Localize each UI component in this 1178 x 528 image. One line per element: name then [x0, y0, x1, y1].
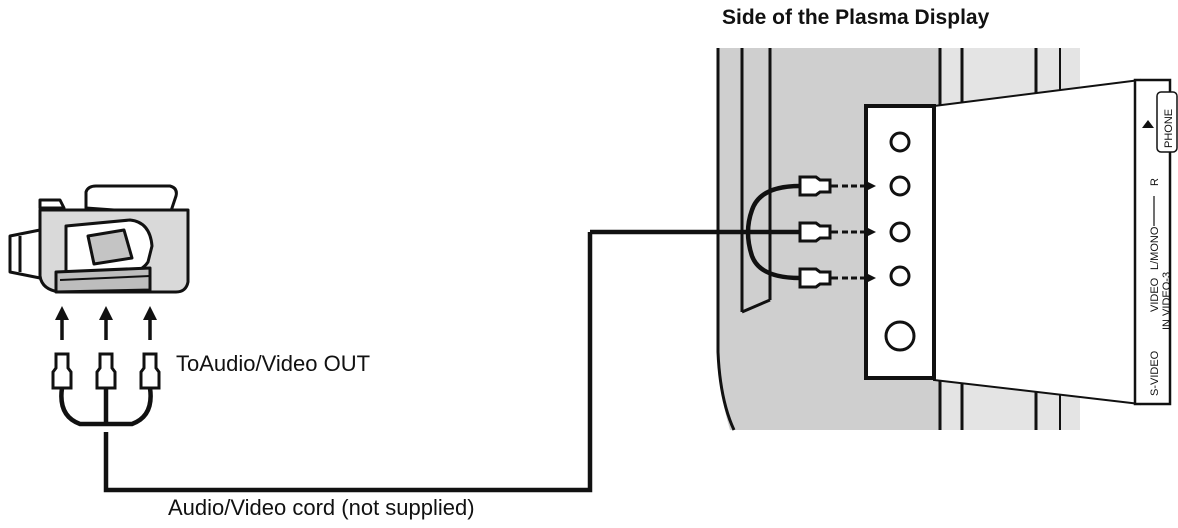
- video-label: VIDEO: [1149, 277, 1161, 312]
- arrow-up-icon: [143, 306, 157, 340]
- in-video-3-label: IN VIDEO-3: [1161, 272, 1173, 330]
- cord-label: Audio/Video cord (not supplied): [168, 495, 475, 520]
- r-label: R: [1149, 178, 1161, 186]
- plug-left-2: [95, 352, 117, 390]
- arrow-right-icon: [842, 272, 876, 284]
- phone-label: PHONE: [1163, 109, 1175, 148]
- s-video-jack: [884, 320, 916, 352]
- plug-r: [798, 175, 838, 197]
- terminal-panel-zoom: PHONE R L/MONO VIDEO IN VIDEO-3 S-VIDEO: [933, 78, 1178, 406]
- audio-l-jack: [889, 221, 911, 243]
- av-cord: [59, 183, 801, 493]
- left-plugs: [51, 306, 161, 390]
- arrow-right-icon: [842, 226, 876, 238]
- l-mono-label: L/MONO: [1149, 226, 1161, 270]
- video-jack: [889, 265, 911, 287]
- plug-video: [798, 267, 838, 289]
- phone-triangle-icon: [1142, 120, 1154, 128]
- plug-left-3: [139, 352, 161, 390]
- plug-left-1: [51, 352, 73, 390]
- arrow-right-icon: [842, 180, 876, 192]
- camcorder-icon: [8, 184, 190, 294]
- phone-jack: [889, 131, 911, 153]
- camera-output-label: ToAudio/Video OUT: [176, 351, 371, 376]
- right-plugs: [798, 175, 876, 289]
- arrow-up-icon: [55, 306, 69, 340]
- plug-l: [798, 221, 838, 243]
- terminal-plate: [864, 104, 936, 380]
- audio-r-jack: [889, 175, 911, 197]
- s-video-label: S-VIDEO: [1149, 350, 1161, 396]
- display-side-title: Side of the Plasma Display: [722, 6, 990, 29]
- arrow-up-icon: [99, 306, 113, 340]
